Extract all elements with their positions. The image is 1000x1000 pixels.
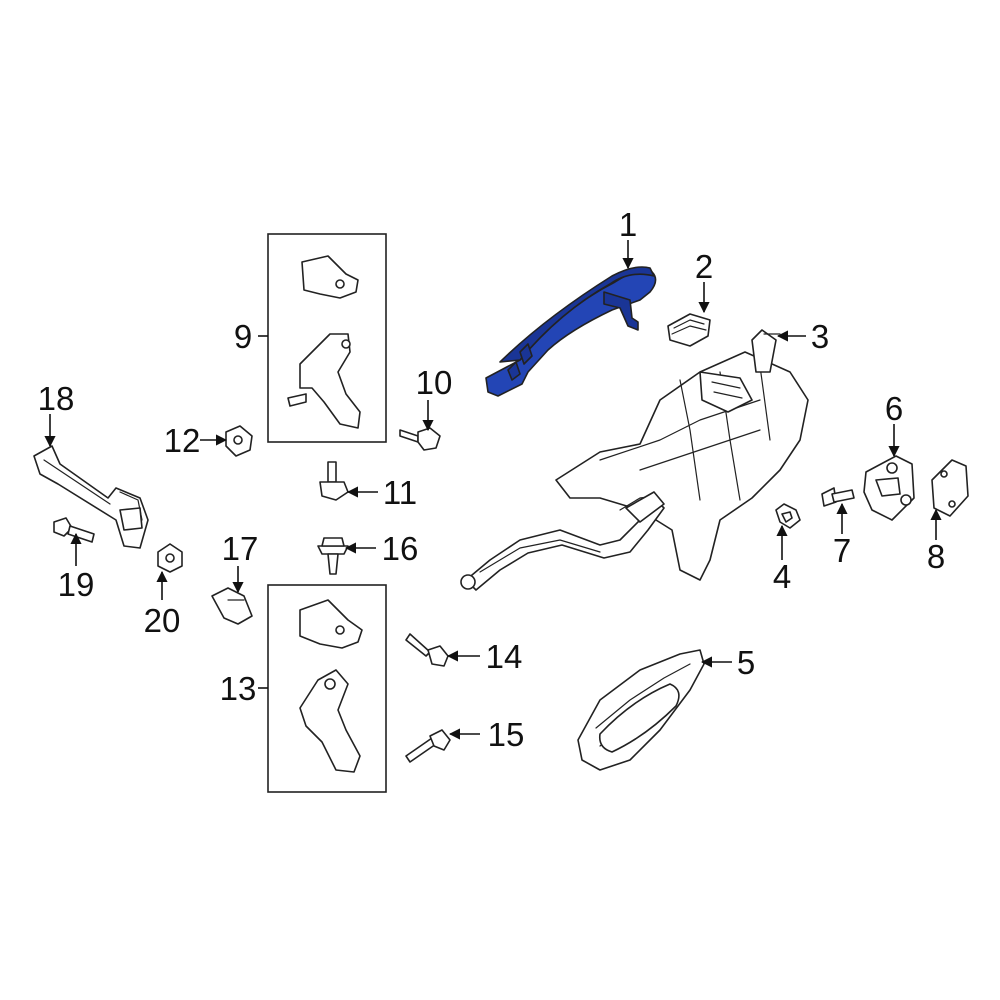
part-6-striker[interactable] — [863, 455, 915, 521]
callout-20: 20 — [144, 602, 181, 639]
part-20-nut[interactable] — [157, 543, 183, 573]
callout-11: 11 — [383, 474, 417, 511]
part-2-cover[interactable] — [667, 313, 711, 347]
part-1-outside-handle[interactable] — [485, 266, 657, 397]
callout-2: 2 — [695, 248, 713, 285]
callout-17: 17 — [222, 530, 259, 567]
part-8-plate[interactable] — [931, 459, 969, 517]
part-3-latch-assembly[interactable] — [460, 329, 809, 591]
part-15-bolt[interactable] — [405, 729, 451, 763]
callout-9: 9 — [234, 318, 252, 355]
part-14-bolt[interactable] — [405, 633, 449, 667]
callout-5: 5 — [737, 644, 755, 681]
callout-10: 10 — [416, 364, 453, 401]
callout-4: 4 — [773, 558, 791, 595]
part-7-screw[interactable] — [821, 487, 855, 507]
part-18-door-check[interactable] — [33, 445, 149, 549]
callout-13: 13 — [220, 670, 257, 707]
part-4-bolt[interactable] — [775, 503, 801, 529]
part-17-bumper[interactable] — [211, 587, 253, 625]
part-11-bolt[interactable] — [319, 461, 349, 501]
callout-8: 8 — [927, 538, 945, 575]
callout-15: 15 — [488, 716, 525, 753]
part-16-clip[interactable] — [317, 537, 349, 575]
callout-3: 3 — [811, 318, 829, 355]
callout-16: 16 — [382, 530, 419, 567]
callout-labels: 1 2 3 4 5 6 7 8 9 10 11 12 13 14 15 16 1… — [38, 206, 946, 753]
part-12-nut[interactable] — [225, 425, 253, 457]
outside-handle-bracket — [603, 291, 639, 331]
callout-18: 18 — [38, 380, 75, 417]
leader-lines — [44, 240, 942, 740]
callout-7: 7 — [833, 532, 851, 569]
callout-12: 12 — [164, 422, 201, 459]
callout-19: 19 — [58, 566, 95, 603]
outside-handle-top — [499, 266, 655, 363]
callout-6: 6 — [885, 390, 903, 427]
part-10-bolt[interactable] — [399, 427, 441, 451]
outside-handle-detail — [507, 343, 533, 381]
callout-14: 14 — [486, 638, 523, 675]
part-9-upper-hinge-kit[interactable] — [267, 233, 387, 443]
callout-1: 1 — [619, 206, 637, 243]
part-19-bolt[interactable] — [53, 517, 95, 543]
part-5-inside-handle[interactable] — [577, 649, 705, 771]
part-13-lower-hinge-kit[interactable] — [267, 584, 387, 793]
